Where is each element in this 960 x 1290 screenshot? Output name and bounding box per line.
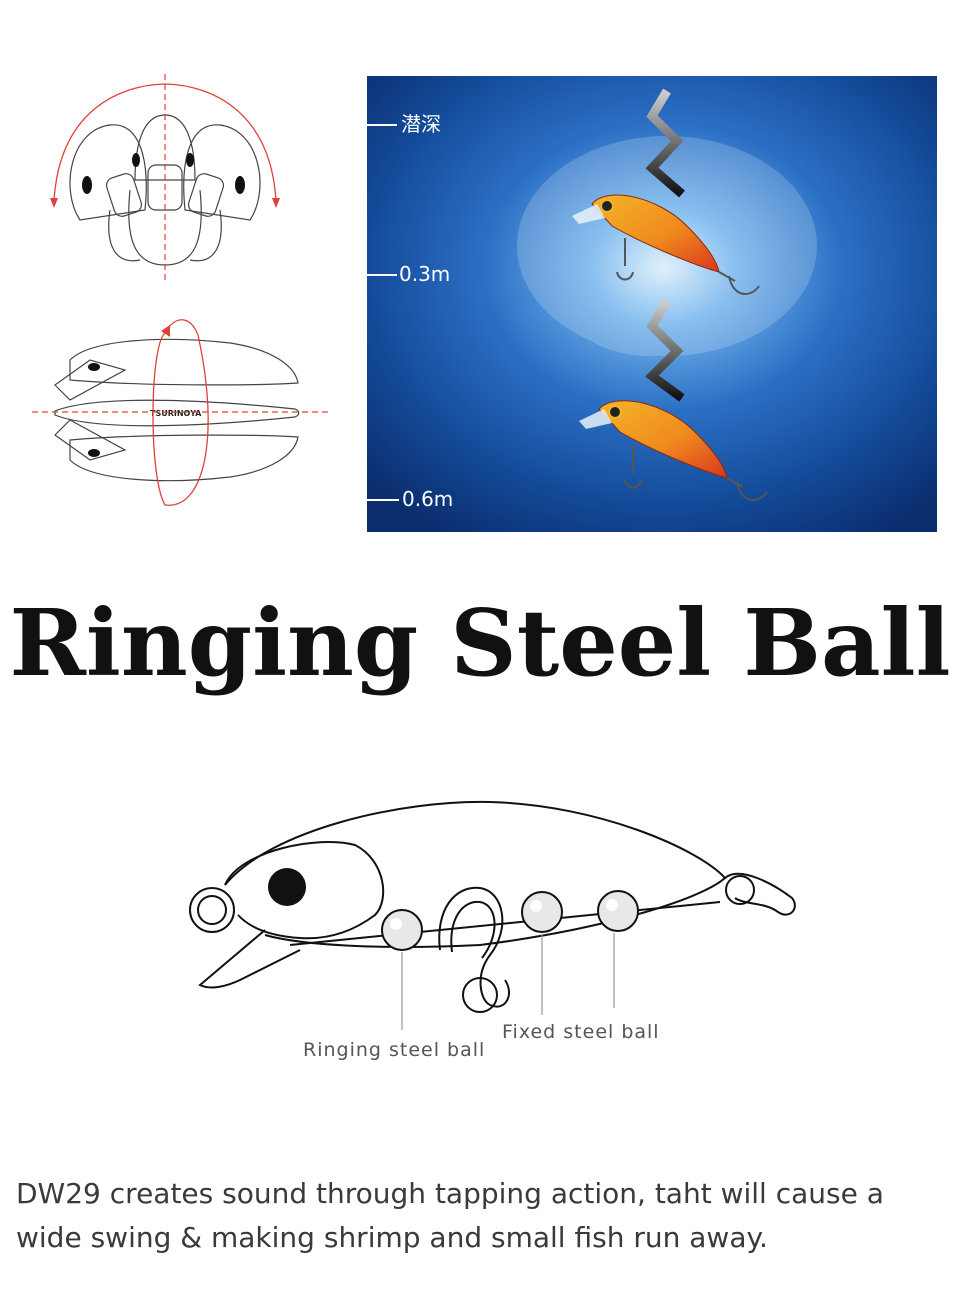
steel-balls [381, 890, 639, 951]
fixed-ball-2 [597, 890, 639, 932]
ringing-ball [381, 909, 423, 951]
depth-label-0-6m: 0.6m [402, 487, 454, 511]
swing-front-diagram [50, 74, 280, 280]
depth-label-0-3m: 0.3m [399, 262, 451, 286]
brand-logo: TSURINOYA [150, 409, 202, 418]
lure-upper [572, 194, 760, 295]
depth-tick-2 [367, 499, 399, 501]
fixed-ball-1 [521, 891, 563, 933]
depth-tick-1 [367, 274, 397, 276]
product-description: DW29 creates sound through tapping actio… [16, 1177, 884, 1254]
callout-fixed-steel-ball: Fixed steel ball [502, 1021, 660, 1043]
lure-lower [579, 400, 768, 501]
underwater-photo: 潜深 0.3m 0.6m [367, 76, 937, 532]
swing-top-diagram: TSURINOYA [32, 319, 328, 506]
callout-ringing-steel-ball: Ringing steel ball [303, 1039, 486, 1061]
depth-label-dive: 潜深 [401, 112, 441, 136]
depth-tick-0 [367, 124, 397, 126]
section-title: Ringing Steel Ball [9, 589, 951, 697]
lure-structure-diagram [189, 800, 796, 1030]
